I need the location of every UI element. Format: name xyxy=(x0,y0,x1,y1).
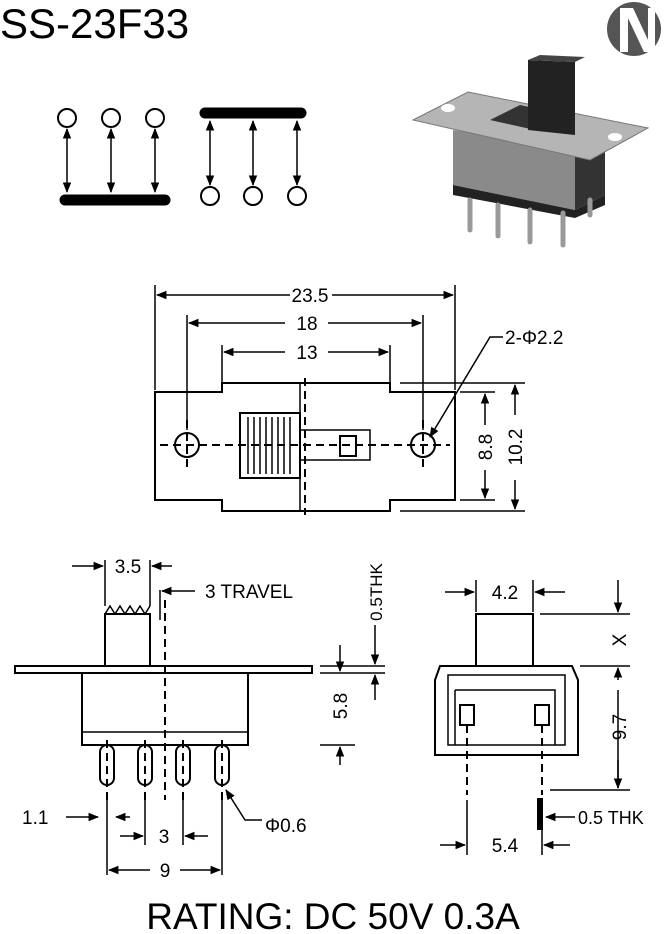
dim-pin-spacing: 5.4 xyxy=(492,836,519,857)
side-view-drawing xyxy=(14,560,385,875)
dim-actuator-width: 3.5 xyxy=(115,557,141,578)
travel-label: 3 TRAVEL xyxy=(205,582,293,603)
pin-thickness-label: 0.5 THK xyxy=(578,808,644,828)
dim-overall-length: 23.5 xyxy=(292,286,329,307)
plate-thickness-label: 0.5THK xyxy=(367,563,386,621)
top-view-drawing xyxy=(154,285,525,515)
dim-body-height: 5.8 xyxy=(331,693,352,719)
hole-diameter-label: 2-Φ2.2 xyxy=(505,328,563,349)
schematic-position-1 xyxy=(57,108,171,206)
dim-hole-spacing: 18 xyxy=(296,314,317,335)
dim-pin-pitch: 3 xyxy=(159,827,170,848)
pin-diameter-label: Φ0.6 xyxy=(265,816,307,837)
dim-end-actuator-width: 4.2 xyxy=(492,583,518,604)
dim-pin-width: 1.1 xyxy=(22,808,48,829)
part-number-title: SS-23F33 xyxy=(0,0,189,47)
dim-pin-span: 9 xyxy=(160,861,171,882)
dim-body-length: 13 xyxy=(296,343,317,364)
dim-end-height: 9.7 xyxy=(610,714,631,740)
dim-outer-height: 10.2 xyxy=(506,429,527,466)
dim-inner-height: 8.8 xyxy=(476,434,497,460)
product-photo xyxy=(411,55,650,248)
rating-label: RATING: DC 50V 0.3A xyxy=(146,896,520,934)
brand-logo xyxy=(607,2,661,56)
dim-x: X xyxy=(610,633,631,646)
schematic-position-2 xyxy=(199,107,307,206)
end-view-drawing xyxy=(434,580,630,855)
